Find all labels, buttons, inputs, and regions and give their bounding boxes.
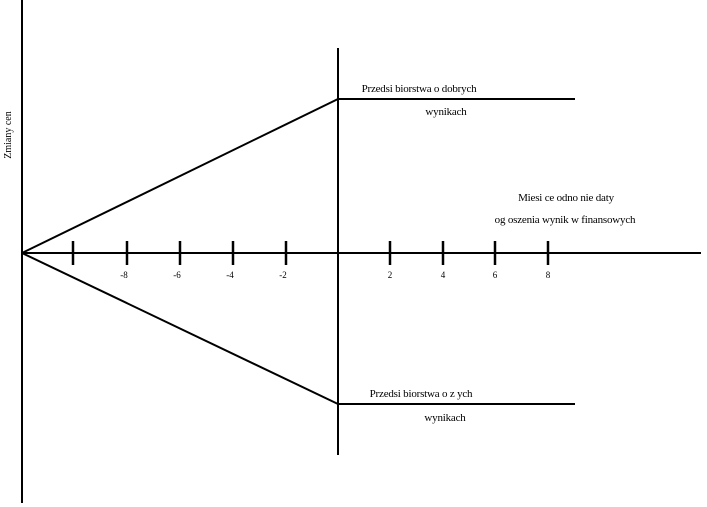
tick-label-minus-4: -4: [226, 270, 234, 280]
bad-results-label-line1: Przedsi biorstwa o z ych: [370, 388, 473, 400]
bad-results-falling-line: [21, 252, 339, 405]
good-results-label-line1: Przedsi biorstwa o dobrych: [362, 83, 478, 95]
x-axis-label-line1: Miesi ce odno nie daty: [518, 192, 614, 204]
tick-label-8: 8: [546, 270, 551, 280]
tick-label-minus-6: -6: [173, 270, 181, 280]
bad-results-label-line2: wynikach: [424, 412, 466, 424]
x-axis-ticks: [71, 241, 550, 265]
x-axis-label-line2: og oszenia wynik w finansowych: [495, 214, 636, 226]
y-axis-label: Zmiany cen: [3, 111, 14, 158]
tick-label-minus-2: -2: [279, 270, 287, 280]
good-results-label-line2: wynikach: [425, 106, 467, 118]
good-results-rising-line: [21, 98, 339, 254]
tick-label-6: 6: [493, 270, 498, 280]
tick-label-minus-8: -8: [120, 270, 128, 280]
tick-label-2: 2: [388, 270, 393, 280]
tick-label-4: 4: [441, 270, 446, 280]
